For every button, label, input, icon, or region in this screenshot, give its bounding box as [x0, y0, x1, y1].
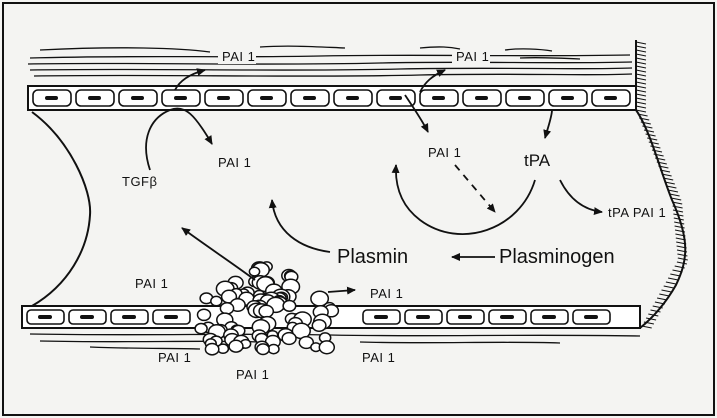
- cell-nucleus: [174, 96, 187, 100]
- label-pai1-mid: PAI 1: [428, 145, 461, 160]
- cell-nucleus: [122, 315, 136, 319]
- cell-nucleus: [88, 96, 101, 100]
- cell-nucleus: [389, 96, 402, 100]
- platelet: [195, 324, 207, 334]
- cell-nucleus: [164, 315, 178, 319]
- vessel-right-tissue: [636, 40, 688, 328]
- cell-nucleus: [458, 315, 472, 319]
- platelet: [283, 301, 296, 312]
- label-pai1-top-left: PAI 1: [222, 49, 255, 64]
- cell-nucleus: [500, 315, 514, 319]
- label-pai1-bottom-3: PAI 1: [362, 350, 395, 365]
- label-pai1-bottom-2: PAI 1: [236, 367, 269, 382]
- cell-nucleus: [45, 96, 58, 100]
- label-tpa: tPA: [524, 151, 551, 170]
- cell-nucleus: [561, 96, 574, 100]
- platelet: [257, 344, 269, 355]
- platelet: [249, 267, 259, 276]
- arrow-tpa-loop-to-pai1: [396, 165, 535, 234]
- cell-nucleus: [475, 96, 488, 100]
- platelet: [229, 340, 243, 352]
- platelet: [220, 303, 233, 314]
- platelet: [211, 296, 222, 305]
- cell-nucleus: [604, 96, 617, 100]
- label-plasmin: Plasmin: [337, 246, 408, 268]
- label-pai1-right-clot: PAI 1: [370, 286, 403, 301]
- cell-nucleus: [217, 96, 230, 100]
- platelet: [205, 344, 218, 355]
- vessel-left-opening: [32, 112, 90, 306]
- platelet: [198, 309, 211, 320]
- cell-nucleus: [80, 315, 94, 319]
- arrow-clot-to-tgfb: [182, 228, 255, 280]
- upper-wall-fibers: [28, 46, 632, 76]
- platelet: [259, 305, 273, 317]
- label-pai1-upper-center: PAI 1: [218, 155, 251, 170]
- label-plasminogen: Plasminogen: [499, 246, 615, 268]
- arrow-pai1-inhibits: [455, 165, 495, 212]
- label-tgfb: TGFβ: [122, 174, 157, 189]
- label-tpa-pai1: tPA PAI 1: [608, 205, 666, 220]
- cell-nucleus: [303, 96, 316, 100]
- upper-vessel-wall: [28, 46, 636, 110]
- arrow-to-tpa-pai1: [560, 180, 602, 212]
- cell-nucleus: [260, 96, 273, 100]
- label-pai1-left-clot: PAI 1: [135, 276, 168, 291]
- arrow-tgfb-to-wall: [146, 108, 212, 170]
- platelet: [319, 341, 334, 354]
- cell-nucleus: [374, 315, 388, 319]
- cell-nucleus: [584, 315, 598, 319]
- arrow-clot-to-pai1-right: [328, 290, 355, 292]
- cell-nucleus: [416, 315, 430, 319]
- label-pai1-bottom-1: PAI 1: [158, 350, 191, 365]
- cell-nucleus: [432, 96, 445, 100]
- cell-nucleus: [38, 315, 52, 319]
- cell-nucleus: [518, 96, 531, 100]
- cell-nucleus: [346, 96, 359, 100]
- cell-nucleus: [542, 315, 556, 319]
- label-pai1-top-right: PAI 1: [456, 49, 489, 64]
- arrow-plasmin-to-pai1: [272, 200, 330, 252]
- platelet: [312, 320, 326, 332]
- platelet: [282, 333, 296, 345]
- arrow-wall-to-tpa: [545, 110, 552, 138]
- cell-nucleus: [131, 96, 144, 100]
